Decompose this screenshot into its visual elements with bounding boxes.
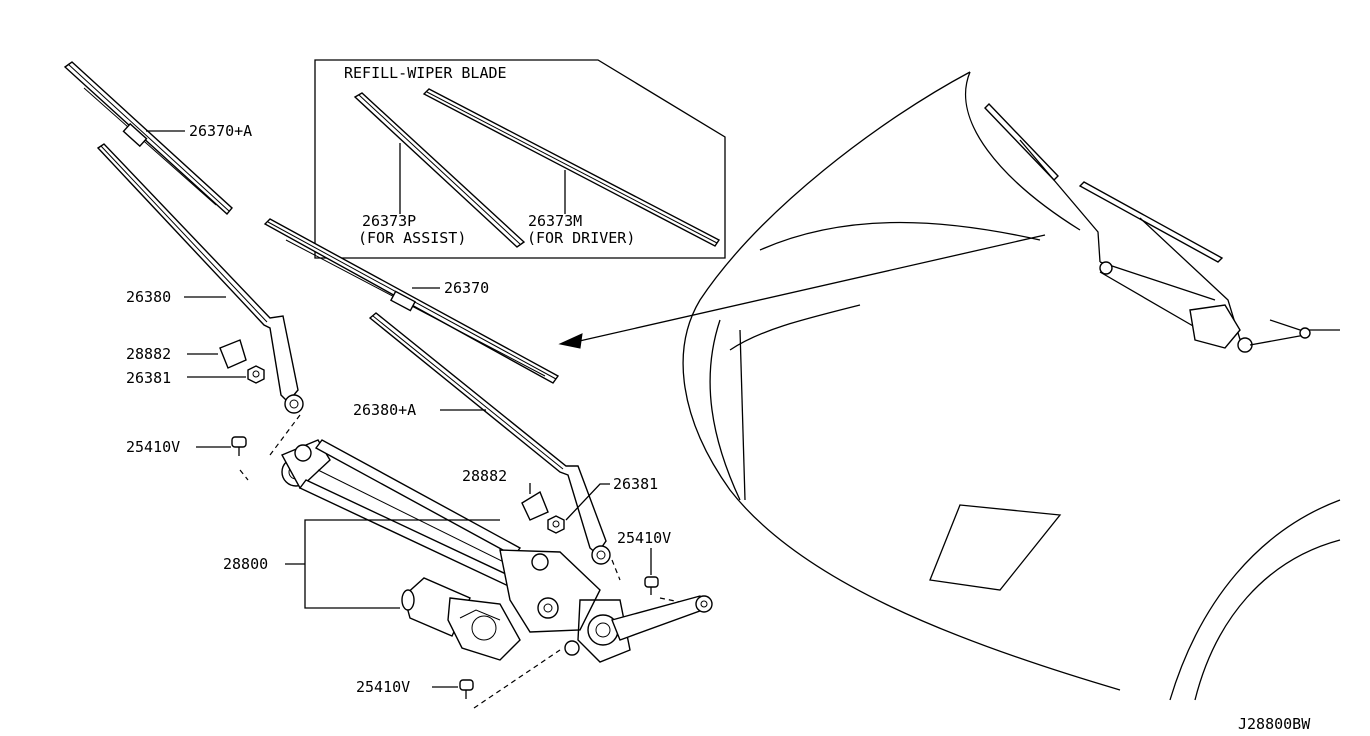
- pivot-cap-left: [219, 339, 247, 369]
- part-26373p-number: 26373P: [362, 212, 416, 230]
- part-26373m-number: 26373M: [528, 212, 582, 230]
- part-26373p-note: (FOR ASSIST): [358, 229, 466, 247]
- pivot-cap-right: [521, 490, 549, 521]
- bolt-top: [231, 436, 247, 456]
- location-arrow: [558, 234, 1046, 349]
- label-28800: 28800: [223, 555, 268, 573]
- refill-strip-assist: [353, 92, 526, 248]
- part-26373m-note: (FOR DRIVER): [527, 229, 635, 247]
- bolt-bottom: [459, 679, 474, 699]
- bolt-mid: [644, 576, 659, 595]
- car-body: [682, 71, 1341, 701]
- label-26381-left: 26381: [126, 369, 171, 387]
- wiper-arm-left: [96, 143, 304, 414]
- label-26370: 26370: [444, 279, 489, 297]
- label-26370a: 26370+A: [189, 122, 252, 140]
- wiper-motor: [401, 577, 521, 661]
- wiper-blade-driver: [263, 218, 560, 384]
- label-26380a: 26380+A: [353, 401, 416, 419]
- label-25410v-bottom: 25410V: [356, 678, 410, 696]
- leader-26381-right: [565, 483, 610, 521]
- label-26380: 26380: [126, 288, 171, 306]
- installed-wiper-view: [984, 102, 1340, 353]
- drawing-code: J28800BW: [1238, 715, 1311, 733]
- inset-frame: [314, 59, 726, 259]
- dash-bottom: [473, 649, 561, 709]
- label-28882-left: 28882: [126, 345, 171, 363]
- pivot-nut-right: [547, 515, 565, 534]
- label-28882-right: 28882: [462, 467, 507, 485]
- pivot-nut-left: [247, 365, 265, 384]
- label-26381-right: 26381: [613, 475, 658, 493]
- wiper-blade-assist: [63, 61, 233, 216]
- inset-title: REFILL-WIPER BLADE: [344, 64, 507, 82]
- dash-top: [239, 414, 301, 481]
- wiper-arm-right: [368, 312, 611, 565]
- label-25410v-mid: 25410V: [617, 529, 671, 547]
- wiper-linkage: [281, 439, 713, 663]
- label-25410v-top: 25410V: [126, 438, 180, 456]
- refill-strip-driver: [422, 88, 721, 247]
- refill-inset: REFILL-WIPER BLADE 26373P (FOR ASSIST) 2…: [314, 59, 726, 259]
